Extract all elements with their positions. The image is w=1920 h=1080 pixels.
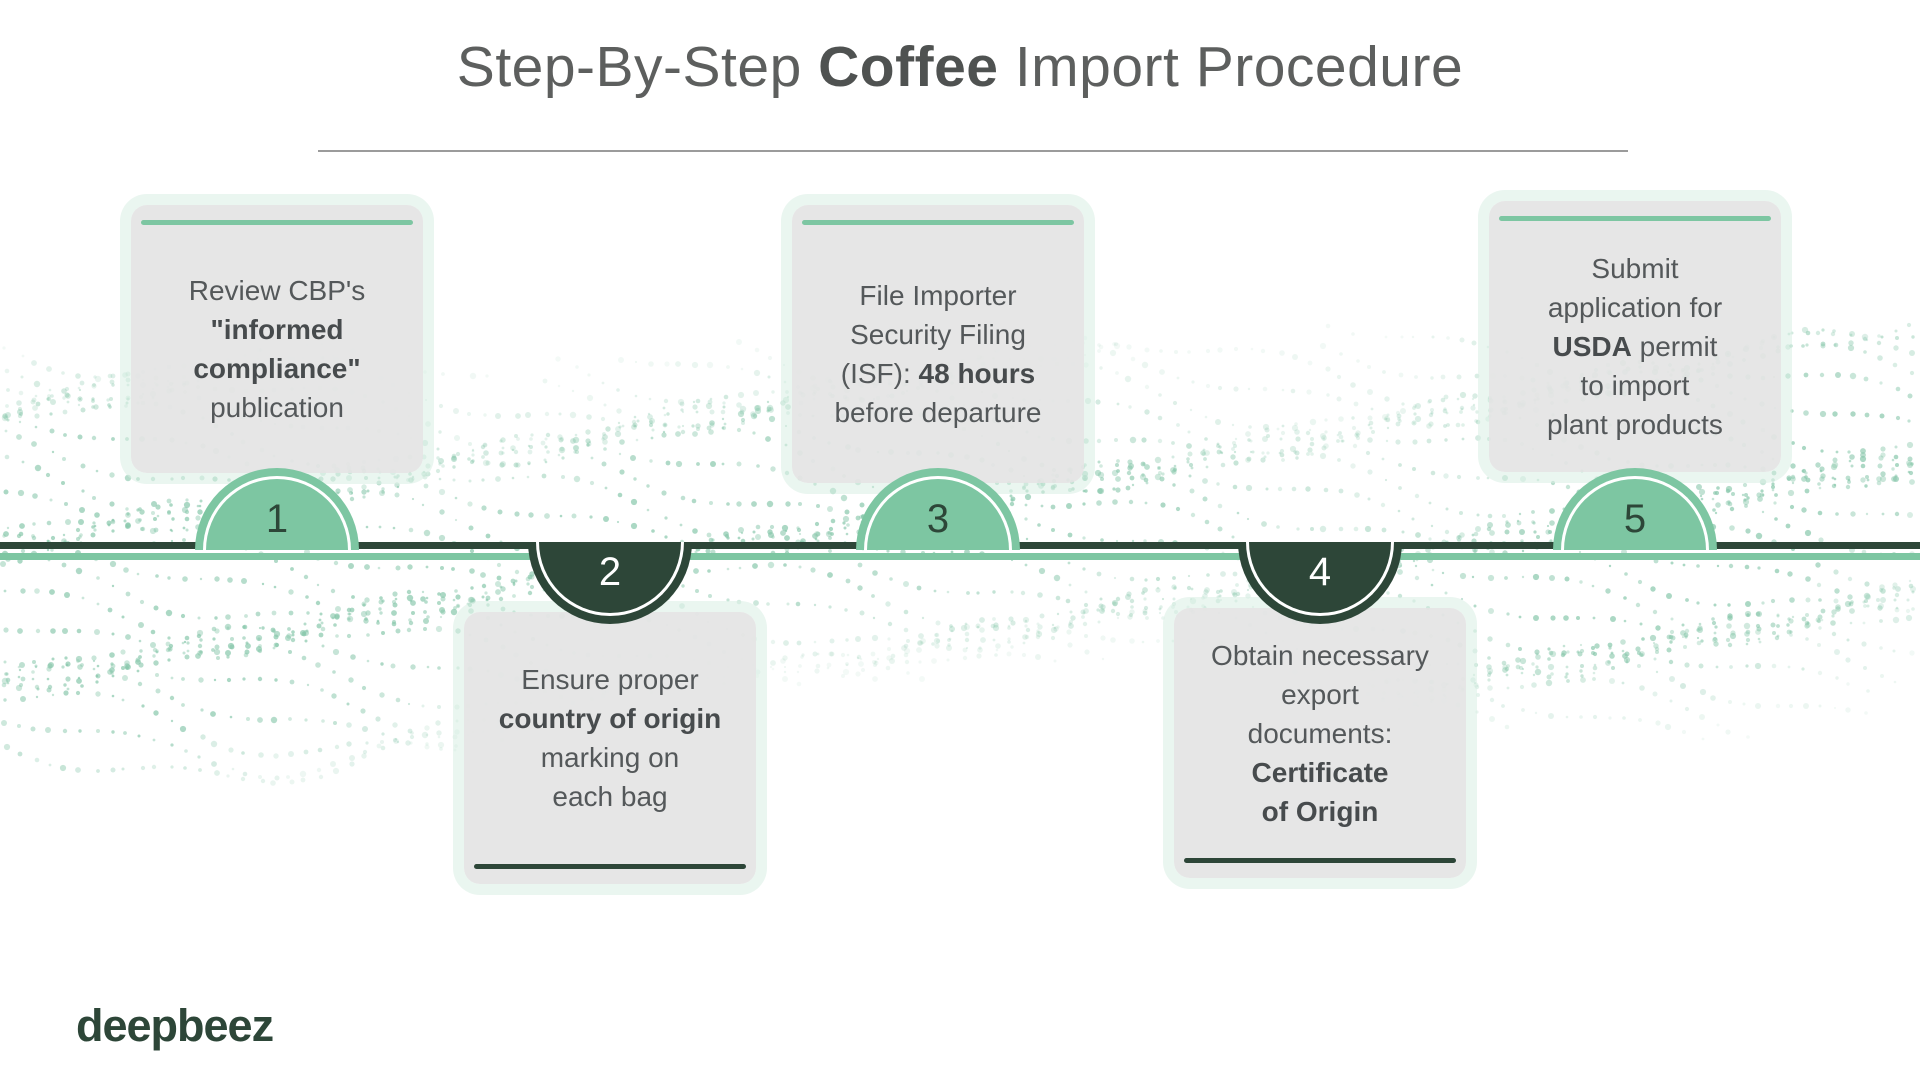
step-number: 1 <box>265 497 289 541</box>
card-accent-line <box>1184 858 1456 863</box>
step-number: 5 <box>1623 497 1647 541</box>
timeline-green-line <box>0 553 1920 560</box>
card-accent-line <box>1499 216 1771 221</box>
step-number: 2 <box>598 550 622 594</box>
title-pre: Step-By-Step <box>456 35 819 99</box>
card-accent-line <box>802 220 1074 225</box>
brand-logo: deepbeez <box>76 1000 274 1051</box>
title-underline <box>318 150 1628 152</box>
card-accent-line <box>474 864 746 869</box>
page-title: Step-By-Step Coffee Import Procedure <box>0 34 1920 100</box>
step-number-marker: 2 <box>528 542 692 624</box>
card-accent-line <box>141 220 413 225</box>
step-number: 3 <box>926 497 950 541</box>
step-number: 4 <box>1308 550 1332 594</box>
title-highlight: Coffee <box>818 35 999 99</box>
title-post: Import Procedure <box>998 35 1464 99</box>
